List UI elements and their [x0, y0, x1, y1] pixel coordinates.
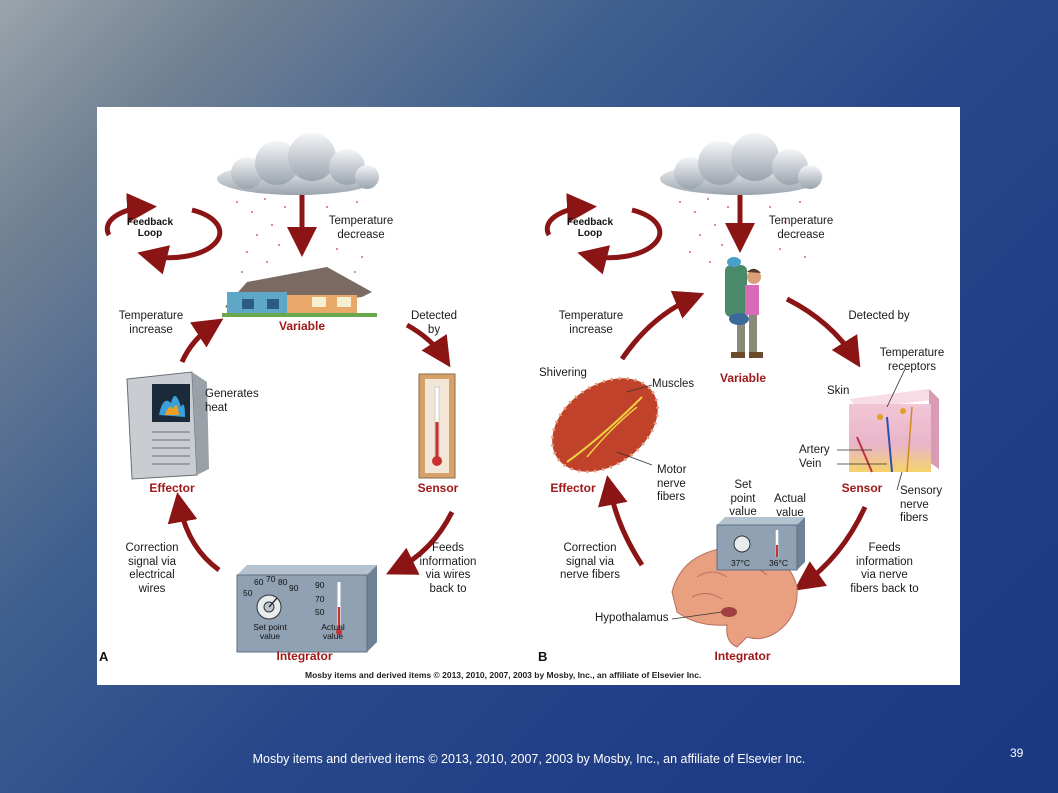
actual-value-label: Actual value	[321, 622, 345, 641]
arrow-to-effector	[598, 475, 645, 567]
panel-label-b: B	[538, 649, 548, 664]
thermostat-icon	[236, 565, 377, 653]
dial-tick: 50	[243, 588, 253, 598]
variable-label: Variable	[278, 319, 326, 333]
slide-footer: Mosby items and derived items © 2013, 20…	[252, 752, 806, 766]
thermostat-icon	[716, 517, 805, 571]
detected-by-label: Detected by	[410, 310, 458, 336]
motor-nerves-label: Motor nerve fibers	[657, 464, 687, 503]
cloud-icon	[217, 133, 379, 195]
temp-increase-label: Temperature increase	[118, 310, 184, 336]
arrow-to-variable	[179, 318, 224, 364]
temp-decrease-label: Temperature decrease	[328, 215, 394, 241]
feedback-loop-label: Feedback Loop	[566, 217, 614, 239]
skin-icon	[849, 389, 939, 473]
effector-label: Effector	[550, 481, 596, 495]
temp-increase-label: Temperature increase	[558, 310, 624, 336]
artery-label: Artery	[799, 444, 830, 456]
arrow-to-integrator	[386, 510, 455, 575]
dial-tick: 70	[266, 574, 276, 584]
rain-icon	[679, 198, 806, 263]
cloud-icon	[660, 133, 822, 195]
feeds-info-label: Feeds information via nerve fibers back …	[850, 542, 919, 595]
feedback-loop-label: Feedback Loop	[126, 217, 174, 239]
actual-temp-readout: 36°C	[769, 558, 788, 568]
feedback-loop-icon	[104, 193, 223, 275]
set-point-label: Set point value	[729, 479, 757, 518]
integrator-label: Integrator	[276, 649, 333, 663]
furnace-icon	[126, 371, 209, 480]
feeds-info-label: Feeds information via wires back to	[419, 542, 477, 595]
arrow-to-sensor	[785, 296, 861, 368]
temp-receptors-label: Temperature receptors	[879, 347, 945, 373]
sensor-label: Sensor	[841, 481, 883, 495]
vein-label: Vein	[799, 458, 822, 470]
page-number: 39	[1010, 746, 1024, 760]
temp-decrease-label: Temperature decrease	[768, 215, 834, 241]
leader-lines	[616, 368, 906, 620]
homeostasis-figure: A Feedback Loop Temperature decrease Var…	[97, 107, 960, 685]
scale-tick: 70	[315, 594, 325, 604]
arrow-to-integrator	[793, 505, 868, 591]
dial-tick: 90	[289, 583, 299, 593]
effector-label: Effector	[149, 481, 195, 495]
scale-tick: 90	[315, 580, 325, 590]
muscle-icon	[550, 376, 660, 474]
panel-label-a: A	[99, 649, 109, 664]
dial-tick: 60	[254, 577, 264, 587]
thermometer-icon	[418, 373, 456, 479]
figure-copyright: Mosby items and derived items © 2013, 20…	[305, 670, 702, 680]
actual-value-label: Actual value	[774, 493, 806, 519]
figure-artwork	[104, 133, 939, 653]
dial-tick: 80	[278, 577, 288, 587]
set-temp-readout: 37°C	[731, 558, 750, 568]
generates-heat-label: Generates heat	[205, 388, 259, 414]
sensory-nerves-label: Sensory nerve fibers	[900, 485, 943, 524]
correction-signal-label: Correction signal via nerve fibers	[559, 542, 621, 581]
hypothalamus-label: Hypothalamus	[595, 612, 669, 624]
shivering-label: Shivering	[539, 367, 587, 379]
detected-by-label: Detected by	[848, 310, 910, 322]
feedback-loop-icon	[544, 193, 663, 275]
house-icon	[222, 267, 377, 317]
muscles-label: Muscles	[652, 378, 695, 390]
skin-label: Skin	[827, 385, 850, 397]
integrator-label: Integrator	[714, 649, 771, 663]
scale-tick: 50	[315, 607, 325, 617]
correction-signal-label: Correction signal via electrical wires	[125, 542, 179, 595]
hiker-icon	[725, 257, 763, 358]
sensor-label: Sensor	[417, 481, 459, 495]
arrow-to-sensor	[405, 322, 451, 368]
variable-label: Variable	[719, 371, 767, 385]
arrow-to-effector	[167, 492, 221, 573]
set-point-label: Set point value	[253, 622, 287, 641]
arrow-to-variable	[619, 290, 705, 361]
